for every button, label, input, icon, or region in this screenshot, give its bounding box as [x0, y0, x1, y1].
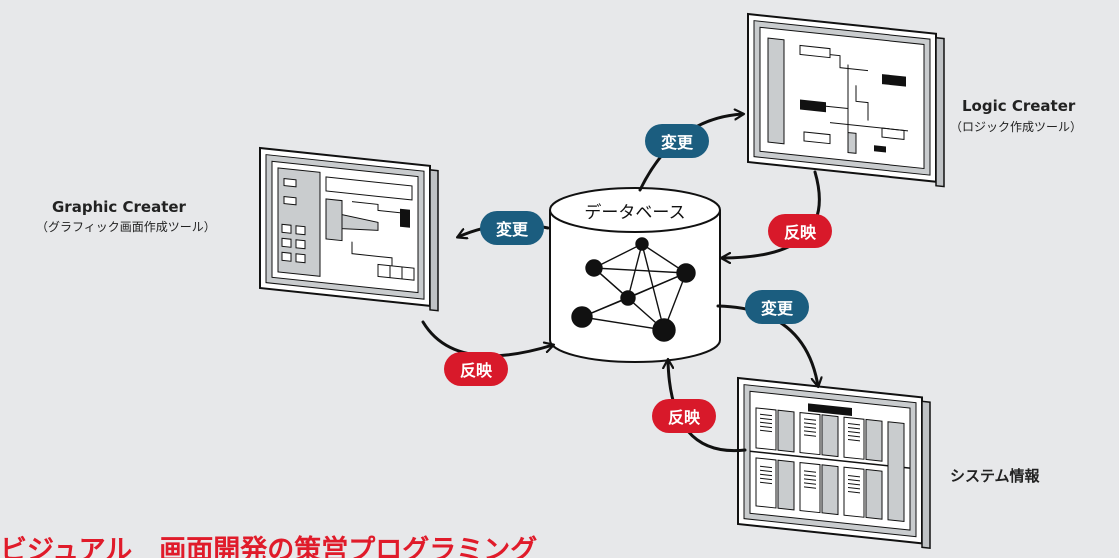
reflect-badge-system: 反映 [652, 399, 716, 433]
change-badge-logic: 変更 [645, 124, 709, 158]
reflect-badge-logic: 反映 [768, 214, 832, 248]
change-badge-system: 変更 [745, 290, 809, 324]
graphic-creater-monitor [259, 146, 439, 312]
arrow-graphic-to-db [421, 320, 553, 358]
logic-creater-subtitle: （ロジック作成ツール） [950, 120, 1083, 134]
arrow-db-to-system [716, 304, 818, 386]
logic-creater-monitor [747, 12, 945, 188]
database-label: データベース [584, 203, 686, 223]
system-info-title: システム情報 [950, 467, 1040, 485]
graphic-creater-title: Graphic Creater [52, 198, 186, 216]
network-graph-icon [571, 237, 696, 342]
system-info-monitor [737, 376, 931, 550]
database-cylinder [549, 187, 721, 363]
bottom-heading: ビジュアル 画面開発の策営プログラミング [0, 535, 538, 558]
graphic-creater-subtitle: （グラフィック画面作成ツール） [36, 220, 216, 234]
logic-creater-title: Logic Creater [962, 97, 1076, 115]
change-badge-graphic: 変更 [480, 211, 544, 245]
reflect-badge-graphic: 反映 [444, 352, 508, 386]
